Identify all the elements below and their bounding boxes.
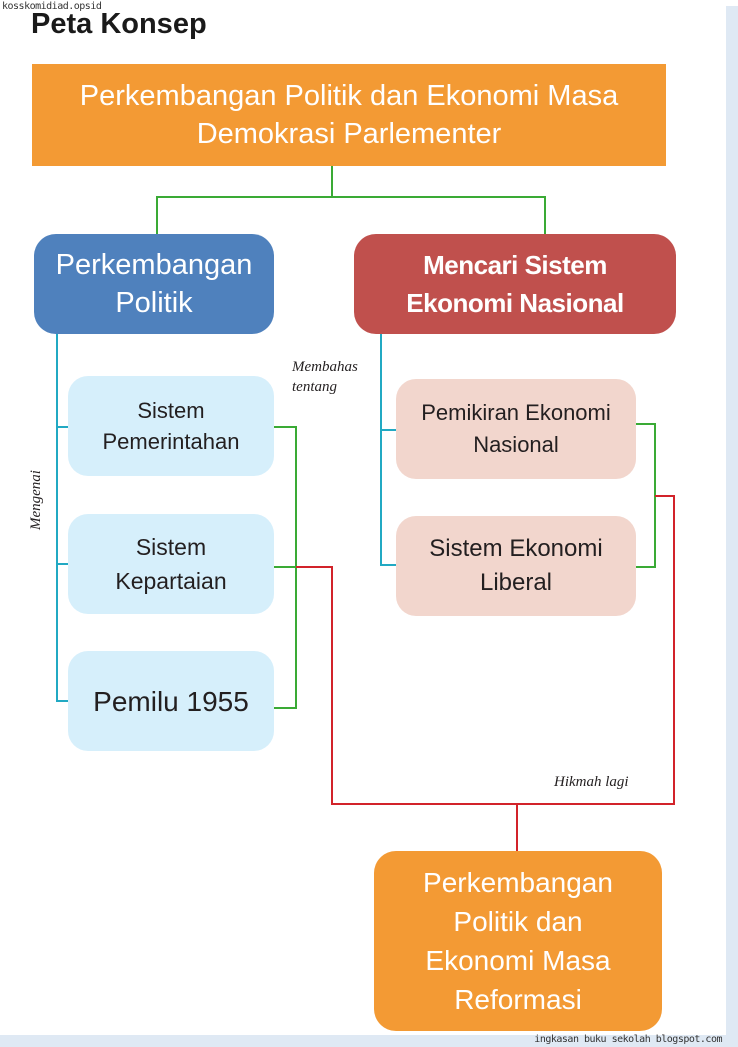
connector-politik-trunk <box>56 334 68 702</box>
sistem-kepartaian-node: Sistem Kepartaian <box>68 514 274 614</box>
pemilu-node: Pemilu 1955 <box>68 651 274 751</box>
pemikiran-ekonomi-node: Pemikiran Ekonomi Nasional <box>396 379 636 479</box>
sistem-ekonomi-liberal-node: Sistem Ekonomi Liberal <box>396 516 636 616</box>
watermark-bottom: ingkasan buku sekolah blogspot.com <box>534 1034 722 1045</box>
main-topic-box: Perkembangan Politik dan Ekonomi Masa De… <box>32 64 666 166</box>
reformasi-node: Perkembangan Politik dan Ekonomi Masa Re… <box>374 851 662 1031</box>
politik-node: Perkembangan Politik <box>34 234 274 334</box>
page-title: Peta Konsep <box>31 8 207 40</box>
ekonomi-node: Mencari Sistem Ekonomi Nasional <box>354 234 676 334</box>
connector-ekonomi-bracket <box>636 423 656 568</box>
connector-ekonomi-trunk <box>380 334 396 566</box>
label-membahas: Membahas tentang <box>292 359 358 395</box>
connector-main-ekonomi <box>332 196 546 234</box>
watermark-top: kosskomidiad.opsid <box>2 1 102 12</box>
connector-red-left <box>296 495 675 805</box>
connector-main-branches <box>156 166 333 234</box>
sistem-pemerintahan-node: Sistem Pemerintahan <box>68 376 274 476</box>
label-mengenai: Mengenai <box>28 470 44 530</box>
page-frame-top <box>0 0 738 6</box>
label-hikmah: Hikmah lagi <box>554 774 629 790</box>
